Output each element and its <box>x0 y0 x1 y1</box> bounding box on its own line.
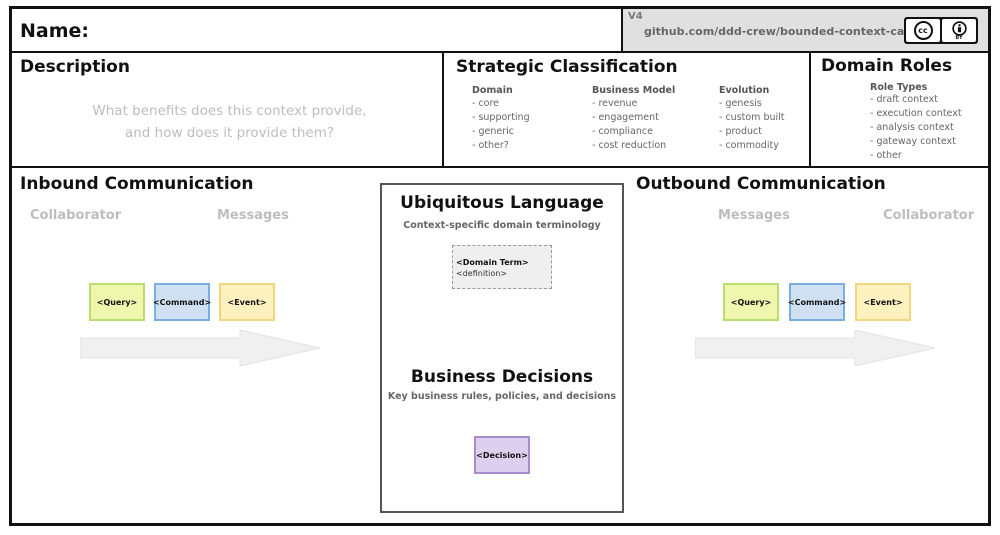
inbound-messages-label: Messages <box>217 208 289 223</box>
business-decisions-subtitle: Key business rules, policies, and decisi… <box>387 391 617 402</box>
attribution-icon: BY <box>942 19 976 42</box>
description-title: Description <box>20 57 130 77</box>
list-item: - core <box>472 98 500 109</box>
outbound-collaborator-label: Collaborator <box>883 208 975 223</box>
list-item: - engagement <box>592 112 659 123</box>
outbound-messages-label: Messages <box>718 208 790 223</box>
ubiquitous-language-title: Ubiquitous Language <box>400 193 604 213</box>
list-item: - product <box>719 126 762 137</box>
domain-term-definition: <definition> <box>456 269 508 278</box>
domain-term-card[interactable]: <Domain Term> <definition> <box>452 245 552 289</box>
column-heading: Evolution <box>719 85 770 96</box>
list-item: - analysis context <box>870 122 954 133</box>
list-item: - execution context <box>870 108 962 119</box>
classification-evolution-column: Evolution - genesis - custom built - pro… <box>719 85 785 153</box>
name-label: Name: <box>20 20 90 42</box>
column-heading: Domain <box>472 85 513 96</box>
divider-header-meta <box>621 9 623 52</box>
divider-description <box>442 52 444 167</box>
list-item: - compliance <box>592 126 653 137</box>
domain-term: <Domain Term> <box>456 258 529 267</box>
outbound-query-sticky[interactable]: <Query> <box>723 283 779 321</box>
list-item: - gateway context <box>870 136 956 147</box>
outbound-flow-arrow-icon <box>695 330 936 366</box>
divider-header <box>9 51 991 53</box>
list-item: - draft context <box>870 94 938 105</box>
description-hint: What benefits does this context provide,… <box>92 103 367 141</box>
list-item: - other? <box>472 140 509 151</box>
list-item: - cost reduction <box>592 140 667 151</box>
inbound-event-sticky[interactable]: <Event> <box>219 283 275 321</box>
version-label: V4 <box>628 11 643 22</box>
list-item: - commodity <box>719 140 779 151</box>
list-item: - supporting <box>472 112 530 123</box>
inbound-flow-arrow-icon <box>80 330 321 366</box>
decision-sticky[interactable]: <Decision> <box>474 436 530 474</box>
outbound-communication-title: Outbound Communication <box>636 174 886 194</box>
outbound-event-sticky[interactable]: <Event> <box>855 283 911 321</box>
classification-domain-column: Domain - core - supporting - generic - o… <box>472 85 530 153</box>
canvas-url-link[interactable]: github.com/ddd-crew/bounded-context-canv… <box>644 25 934 38</box>
strategic-classification-title: Strategic Classification <box>456 57 678 77</box>
list-item: - generic <box>472 126 514 137</box>
list-item: - revenue <box>592 98 638 109</box>
inbound-command-sticky[interactable]: <Command> <box>153 283 211 321</box>
classification-business-model-column: Business Model - revenue - engagement - … <box>592 85 675 153</box>
role-types-list: Role Types - draft context - execution c… <box>870 82 962 163</box>
column-heading: Business Model <box>592 85 676 96</box>
domain-roles-title: Domain Roles <box>821 56 953 76</box>
list-item: - custom built <box>719 112 785 123</box>
license-badge[interactable]: cc BY <box>904 17 978 44</box>
canvas-frame <box>9 6 991 526</box>
list-item: - other <box>870 150 902 161</box>
inbound-communication-title: Inbound Communication <box>20 174 254 194</box>
person-icon <box>951 20 967 36</box>
role-types-heading: Role Types <box>870 82 928 93</box>
divider-top-row <box>9 166 991 168</box>
divider-roles <box>809 52 811 167</box>
business-decisions-title: Business Decisions <box>410 367 594 387</box>
cc-icon: cc <box>906 19 940 42</box>
inbound-query-sticky[interactable]: <Query> <box>89 283 145 321</box>
ubiquitous-language-subtitle: Context-specific domain terminology <box>403 220 601 231</box>
outbound-command-sticky[interactable]: <Command> <box>788 283 846 321</box>
list-item: - genesis <box>719 98 762 109</box>
inbound-collaborator-label: Collaborator <box>30 208 122 223</box>
